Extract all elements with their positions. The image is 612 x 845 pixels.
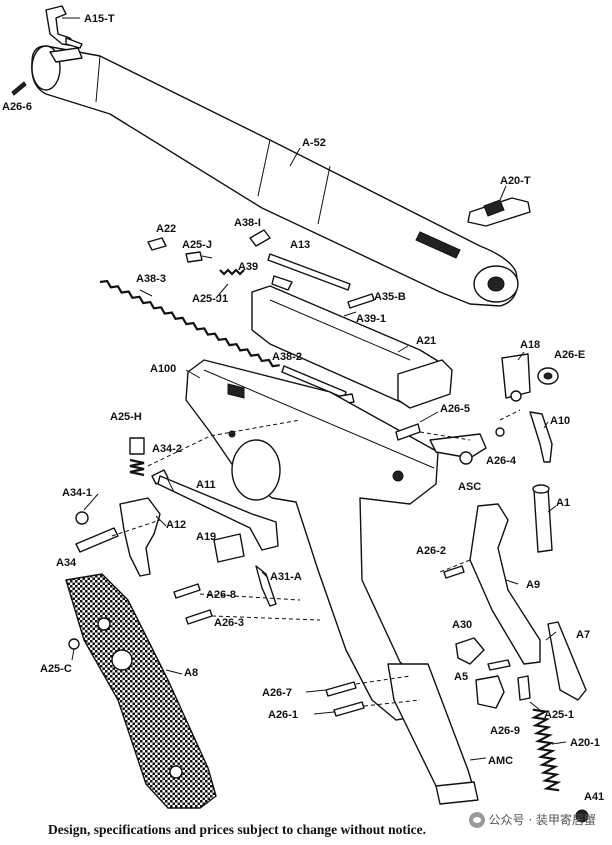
part-a26-1-pin [333, 701, 365, 717]
label-a11: A11 [196, 479, 216, 491]
label-a7: A7 [576, 629, 590, 641]
label-a34: A34 [56, 557, 77, 569]
label-a41: A41 [584, 791, 604, 803]
part-a7 [547, 621, 587, 701]
part-a30-spring [455, 637, 485, 665]
part-a41-ball [575, 809, 589, 823]
label-a31a: A31-A [270, 571, 302, 583]
part-a25c-screw [68, 638, 80, 661]
part-a25j1-spring [219, 268, 245, 276]
part-a5 [475, 675, 505, 709]
label-a341: A34-1 [62, 487, 92, 499]
label-a8: A8 [184, 667, 198, 679]
part-a26e [537, 367, 559, 385]
part-amc-magazine [387, 663, 479, 805]
watermark: 公众号 · 装甲寄居蟹 [468, 811, 596, 828]
part-a26-7-pin [325, 681, 357, 697]
label-a267: A26-7 [262, 687, 292, 699]
label-a9: A9 [526, 579, 540, 591]
label-a268: A26-8 [206, 589, 236, 601]
part-a26-9-pin [487, 659, 511, 671]
label-amc: AMC [488, 755, 513, 767]
label-a26-6: A26-6 [2, 101, 32, 113]
part-a1 [532, 484, 553, 553]
label-a19: A19 [196, 531, 216, 543]
part-a35b-pin [347, 293, 375, 309]
label-a261: A26-1 [268, 709, 298, 721]
part-a21-bolt [251, 285, 453, 409]
wechat-icon [468, 811, 485, 828]
part-a52-barrel-receiver [31, 45, 519, 307]
label-a18: A18 [520, 339, 540, 351]
label-a25c: A25-C [40, 663, 72, 675]
part-a26-8-pin [173, 583, 201, 599]
label-a262: A26-2 [416, 545, 446, 557]
label-a15t: A15-T [84, 13, 115, 25]
part-a20t-front-sight [467, 197, 531, 227]
part-asc [429, 433, 487, 465]
part-a9 [469, 503, 541, 665]
part-a25-1 [517, 675, 531, 701]
part-a26-4-pin [495, 427, 505, 437]
part-a18 [501, 353, 531, 402]
label-a25j: A25-J [182, 239, 212, 251]
watermark-text: 公众号 · 装甲寄居蟹 [488, 813, 596, 827]
label-a5: A5 [454, 671, 468, 683]
part-a22 [147, 237, 167, 251]
label-a26e: A26-E [554, 349, 585, 361]
part-labels: A15-T A26-6 A-52 A20-T A22 A38-I A25-J A… [2, 13, 604, 803]
part-a13 [267, 253, 351, 291]
part-a20-1-spring [530, 708, 562, 792]
part-a38i [249, 229, 271, 247]
label-a201: A20-1 [570, 737, 600, 749]
label-asc: ASC [458, 481, 481, 493]
assembly-lines [111, 409, 521, 707]
label-a52: A-52 [302, 137, 326, 149]
label-a21: A21 [416, 335, 436, 347]
part-a15t-rear-sight [45, 5, 83, 49]
label-a1: A1 [556, 497, 570, 509]
label-a391: A39-1 [356, 313, 386, 325]
part-a26-2-pin [443, 565, 465, 579]
part-a12-trigger [119, 497, 161, 577]
label-a38i: A38-I [234, 217, 261, 229]
label-a20t: A20-T [500, 175, 531, 187]
part-a10 [529, 411, 553, 463]
label-a22: A22 [156, 223, 176, 235]
label-a35b: A35-B [374, 291, 406, 303]
label-a30: A30 [452, 619, 472, 631]
label-a10: A10 [550, 415, 570, 427]
part-a26-6-pin [11, 81, 27, 96]
part-a25j [185, 251, 213, 263]
part-a25h-plunger [129, 437, 145, 477]
label-a382: A38-2 [272, 351, 302, 363]
label-a25j1: A25-J1 [192, 293, 228, 305]
label-a342: A34-2 [152, 443, 182, 455]
part-a38-3-spring [99, 279, 280, 368]
label-a263: A26-3 [214, 617, 244, 629]
part-a100-frame [185, 359, 441, 721]
label-a269: A26-9 [490, 725, 520, 737]
label-a264: A26-4 [486, 455, 517, 467]
part-a8-grip-panel [65, 573, 217, 809]
part-a26-3-pin [185, 609, 213, 625]
part-a39 [271, 275, 293, 291]
label-a251: A25-1 [544, 709, 574, 721]
label-a25h: A25-H [110, 411, 142, 423]
label-leaders [62, 17, 567, 761]
label-a39: A39 [238, 261, 258, 273]
part-a34-1 [75, 511, 89, 525]
label-a13: A13 [290, 239, 310, 251]
label-a265: A26-5 [440, 403, 470, 415]
part-a19 [213, 533, 245, 563]
label-a100: A100 [150, 363, 176, 375]
footer-notice: Design, specifications and prices subjec… [48, 822, 426, 837]
label-a383: A38-3 [136, 273, 166, 285]
part-a34-pin [75, 527, 119, 553]
part-a31a [255, 565, 277, 607]
label-a12: A12 [166, 519, 186, 531]
